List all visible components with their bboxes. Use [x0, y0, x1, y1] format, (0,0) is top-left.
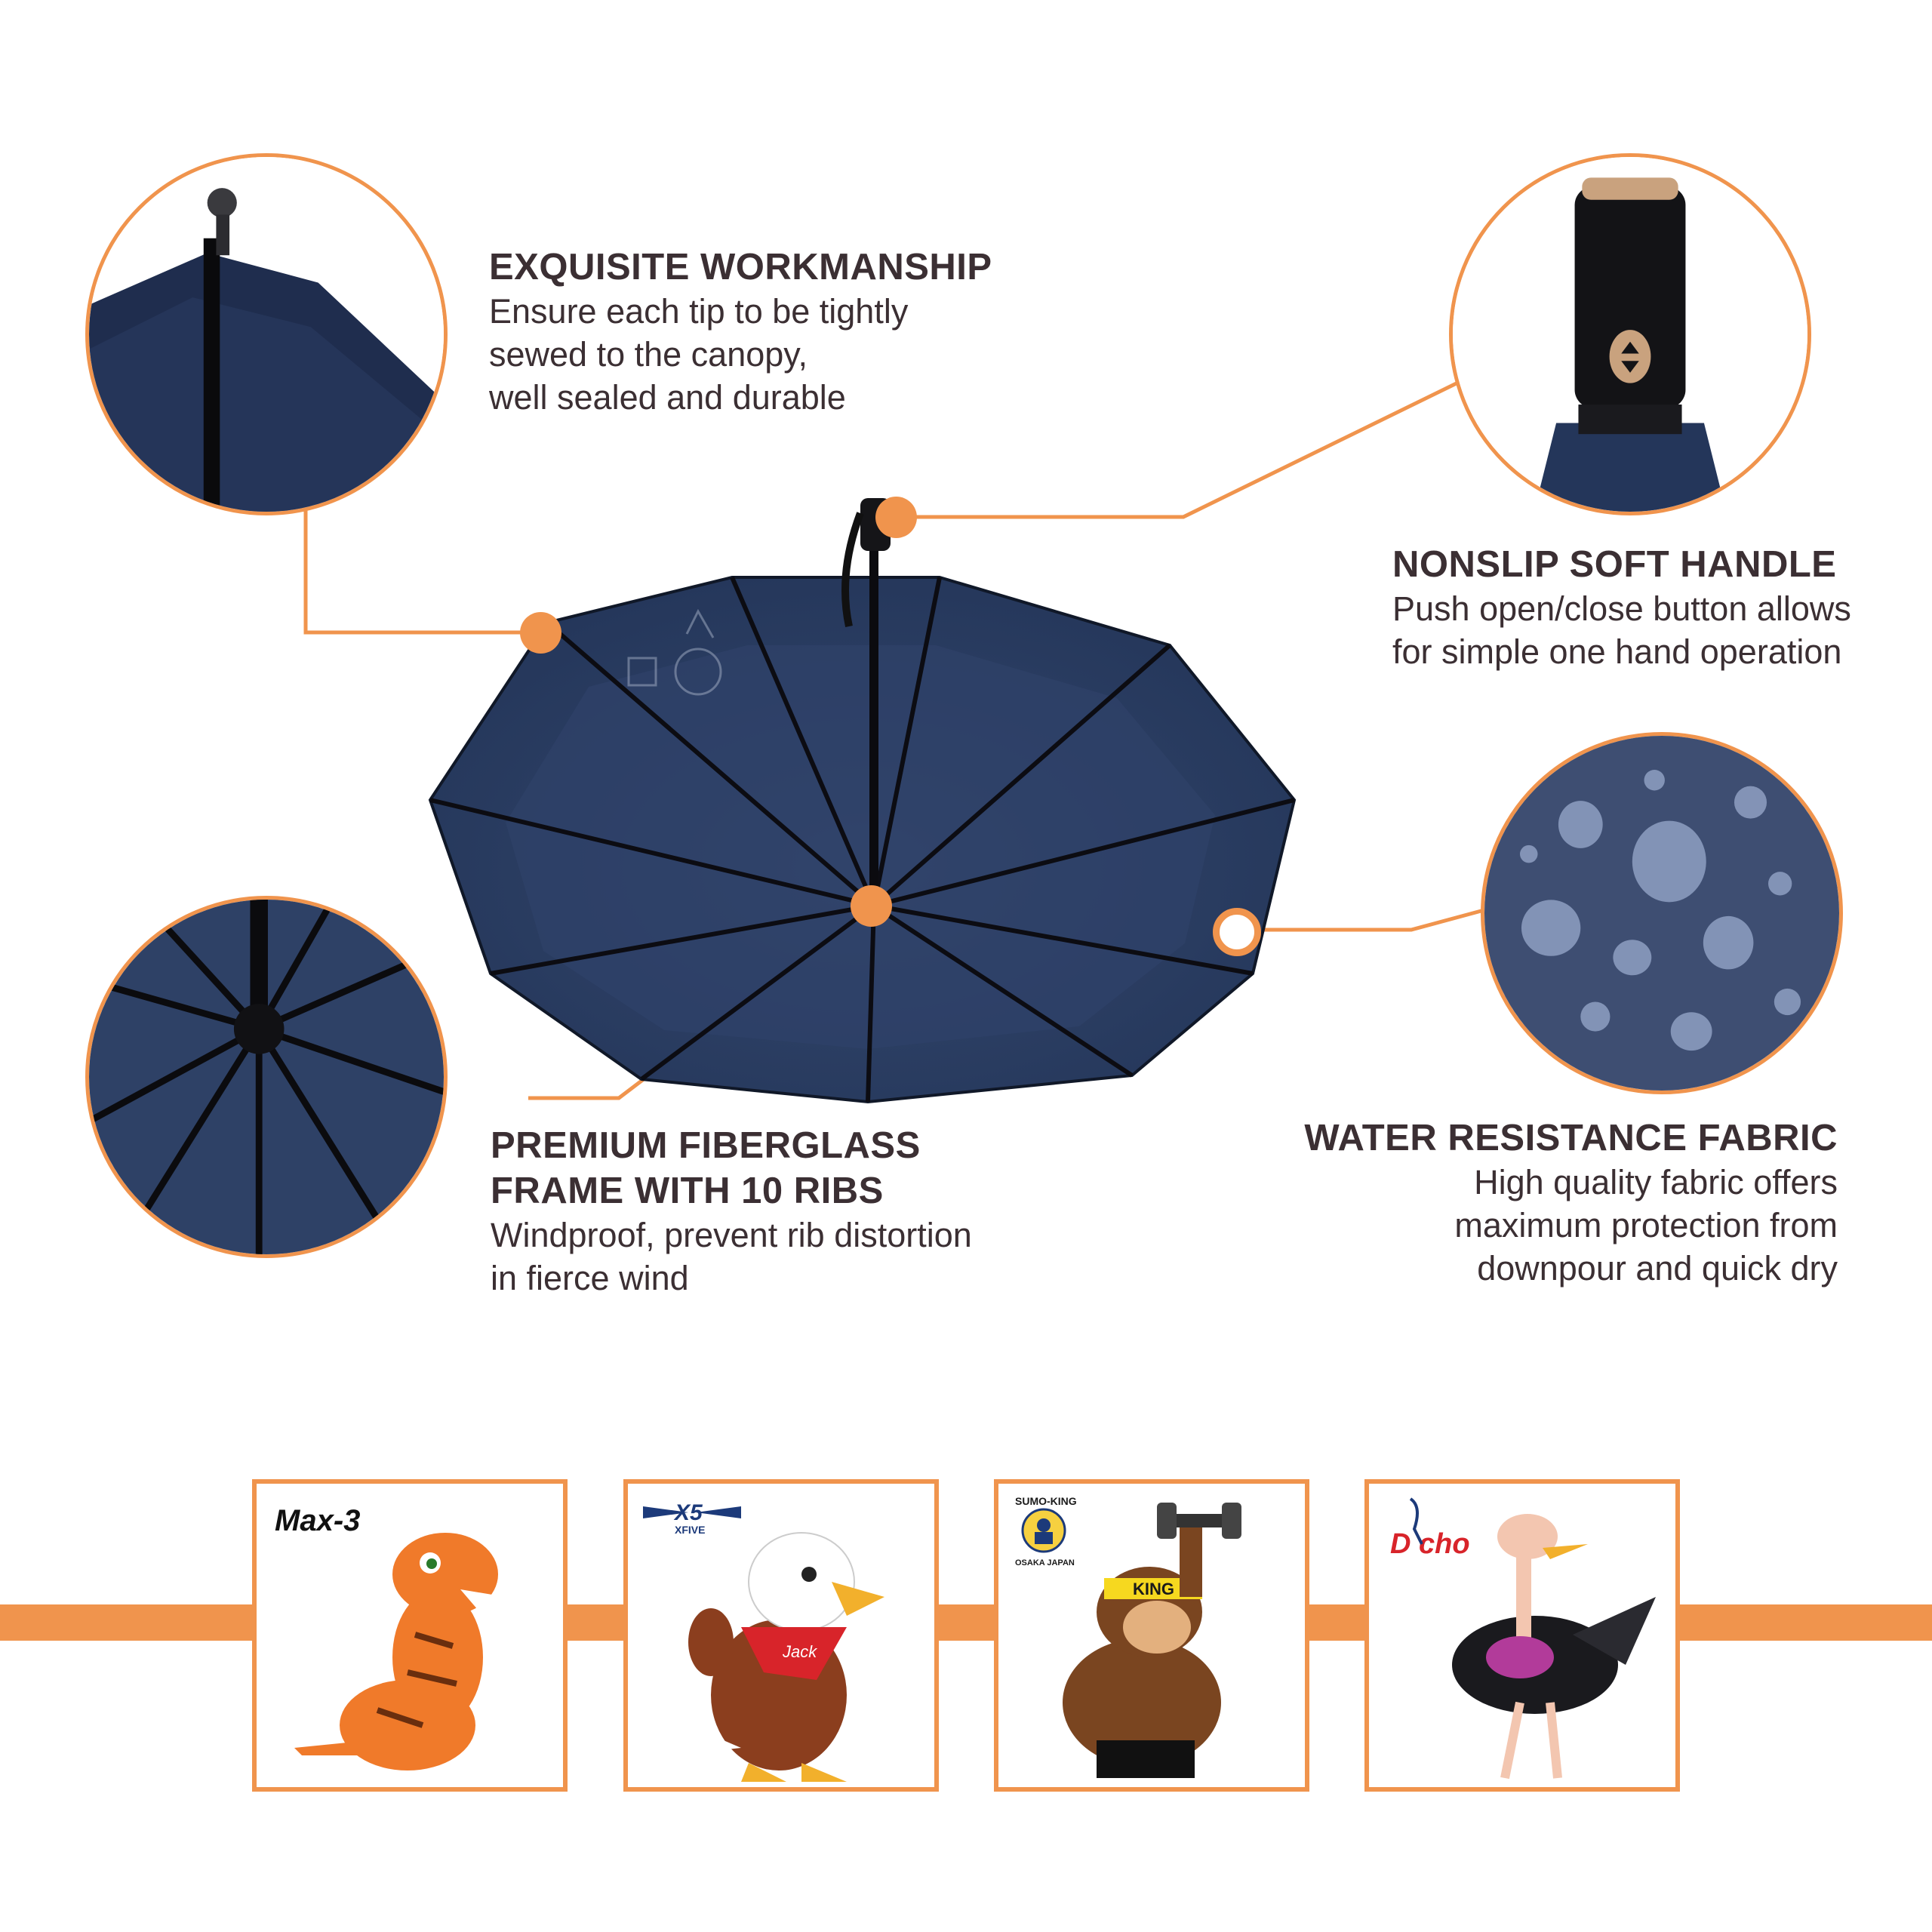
detail-circle-frame	[85, 896, 448, 1258]
svg-text:OSAKA JAPAN: OSAKA JAPAN	[1015, 1558, 1075, 1567]
feature-title-line: PREMIUM FIBERGLASS	[491, 1125, 921, 1166]
brand-card-dcho: D cho	[1364, 1479, 1680, 1792]
gorilla-mascot-icon: KING	[1063, 1503, 1241, 1778]
detail-circle-handle	[1449, 153, 1811, 515]
feature-desc-line: maximum protection from	[1454, 1206, 1838, 1244]
brand-logo-sumo-king: SUMO-KING OSAKA JAPAN	[1015, 1495, 1077, 1567]
brand-logo-dcho: D cho	[1390, 1497, 1470, 1560]
brand-logo-x5: X5 XFIVE	[643, 1500, 741, 1536]
connector-handle	[897, 377, 1466, 519]
svg-text:Jack: Jack	[782, 1642, 817, 1661]
connector-workmanship	[303, 506, 540, 635]
feature-fabric: WATER RESISTANCE FABRIC High quality fab…	[1200, 1115, 1838, 1290]
brand-card-max3: Max-3	[252, 1479, 568, 1792]
marker-dot-frame	[851, 885, 892, 927]
umbrella-illustration	[428, 498, 1297, 1104]
svg-text:X5: X5	[673, 1500, 703, 1525]
svg-text:Max-3: Max-3	[275, 1504, 360, 1537]
feature-desc-line: sewed to the canopy,	[489, 335, 808, 374]
eagle-mascot-icon: Jack	[673, 1532, 884, 1782]
ostrich-mascot-icon	[1452, 1514, 1656, 1780]
svg-text:D cho: D cho	[1390, 1528, 1470, 1560]
handle-photo	[1453, 157, 1807, 512]
feature-handle: NONSLIP SOFT HANDLE Push open/close butt…	[1392, 542, 1921, 673]
feature-desc-line: for simple one hand operation	[1392, 632, 1842, 671]
marker-dot-handle	[875, 497, 917, 538]
feature-desc-line: Windproof, prevent rib distortion	[491, 1216, 972, 1254]
svg-text:SUMO-KING: SUMO-KING	[1015, 1495, 1077, 1507]
feature-title: EXQUISITE WORKMANSHIP	[489, 247, 992, 288]
feature-desc-line: well sealed and durable	[489, 378, 846, 417]
marker-dot-fabric	[1213, 908, 1261, 956]
svg-text:XFIVE: XFIVE	[675, 1524, 705, 1536]
feature-title: NONSLIP SOFT HANDLE	[1392, 544, 1837, 585]
feature-desc-line: downpour and quick dry	[1477, 1249, 1838, 1287]
detail-circle-fabric	[1481, 732, 1843, 1094]
feature-workmanship: EXQUISITE WORKMANSHIP Ensure each tip to…	[489, 245, 1063, 419]
svg-text:KING: KING	[1133, 1580, 1174, 1598]
detail-circle-workmanship	[85, 153, 448, 515]
dinosaur-mascot-icon	[294, 1533, 506, 1770]
connector-fabric	[1241, 907, 1487, 932]
stitched-tip-photo	[89, 157, 444, 512]
feature-desc-line: Push open/close button allows	[1392, 589, 1851, 628]
feature-title-line: FRAME WITH 10 RIBS	[491, 1171, 884, 1211]
feature-desc-line: Ensure each tip to be tightly	[489, 292, 909, 331]
feature-desc-line: High quality fabric offers	[1474, 1163, 1838, 1201]
feature-desc-line: in fierce wind	[491, 1259, 689, 1297]
marker-dot-workmanship	[520, 612, 561, 654]
frame-ribs-photo	[89, 900, 444, 1254]
water-droplets-photo	[1484, 736, 1839, 1091]
brand-logo-max3: Max-3	[275, 1504, 360, 1537]
feature-title: WATER RESISTANCE FABRIC	[1304, 1118, 1838, 1158]
brand-card-x5: X5 XFIVE Jack	[623, 1479, 939, 1792]
brand-card-sumo-king: SUMO-KING OSAKA JAPAN KING	[994, 1479, 1309, 1792]
feature-frame: PREMIUM FIBERGLASS FRAME WITH 10 RIBS Wi…	[491, 1123, 1064, 1300]
